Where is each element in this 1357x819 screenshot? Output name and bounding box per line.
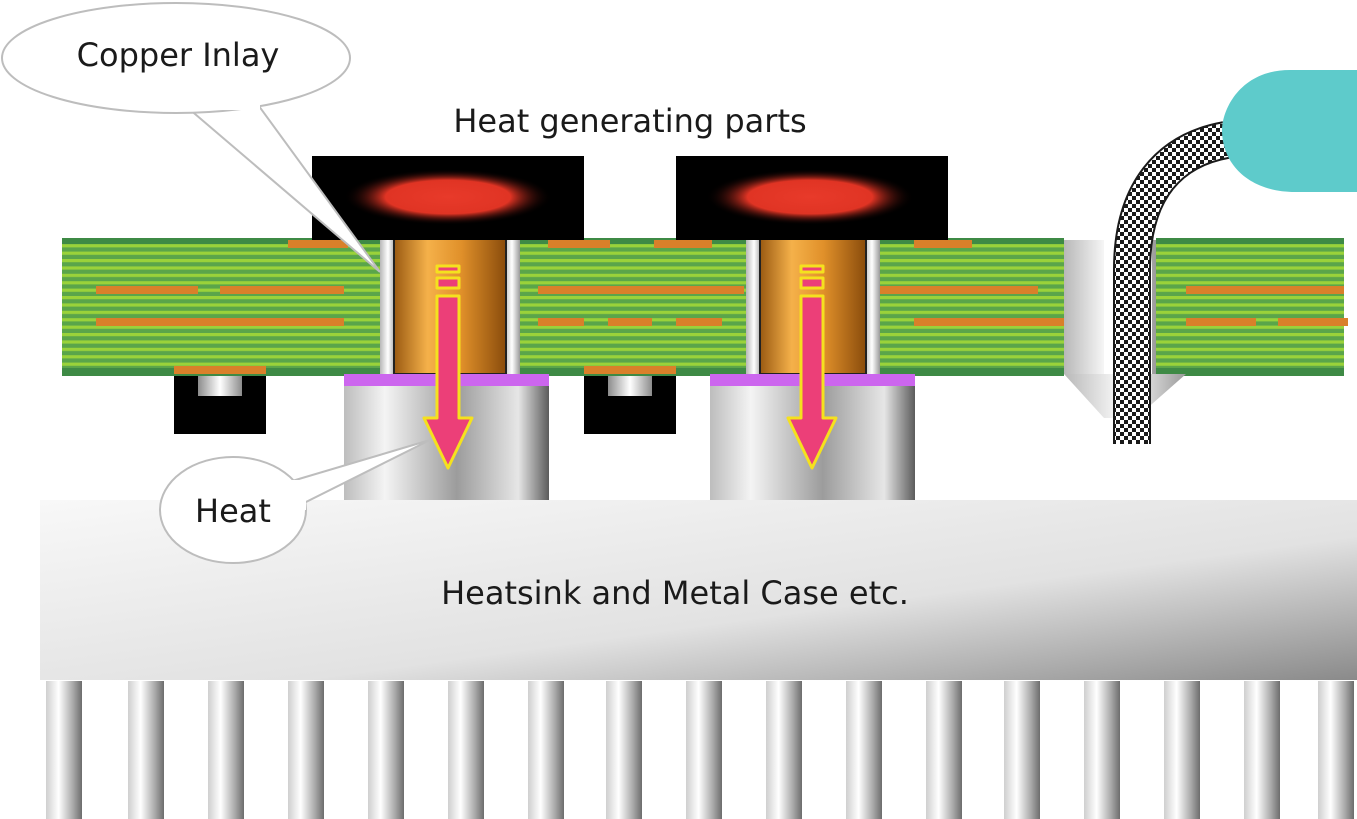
heatsink-fin bbox=[368, 681, 404, 819]
heatsink-fin bbox=[766, 681, 802, 819]
heatsink-fin bbox=[46, 681, 82, 819]
heat-label: Heat bbox=[195, 492, 271, 530]
pcb-segment bbox=[520, 240, 746, 374]
callout-heat: Heat bbox=[159, 439, 431, 564]
heatsink-fin bbox=[1084, 681, 1120, 819]
plating-wall bbox=[380, 240, 396, 374]
pcb-board bbox=[62, 238, 1344, 376]
heatsink-label: Heatsink and Metal Case etc. bbox=[441, 574, 909, 612]
heatsink-fin bbox=[448, 681, 484, 819]
heat-arrow-left bbox=[422, 264, 474, 470]
heatsink-fin bbox=[1164, 681, 1200, 819]
heat-generating-parts-label: Heat generating parts bbox=[453, 102, 806, 140]
heatsink-fin bbox=[926, 681, 962, 819]
heatsink-fin bbox=[1004, 681, 1040, 819]
heat-generating-part-right bbox=[676, 156, 948, 240]
heatsink-fin bbox=[606, 681, 642, 819]
heatsink-fin bbox=[686, 681, 722, 819]
plating-wall bbox=[864, 240, 880, 374]
callout-copper-inlay: Copper Inlay bbox=[1, 2, 381, 273]
cable bbox=[1113, 121, 1230, 444]
copper-inlay-label: Copper Inlay bbox=[77, 36, 280, 74]
heatsink-fins bbox=[46, 681, 1354, 819]
heatsink-fin bbox=[846, 681, 882, 819]
heatsink-fin bbox=[208, 681, 244, 819]
heatsink-fin bbox=[528, 681, 564, 819]
hot-spot bbox=[706, 169, 914, 225]
hot-spot bbox=[344, 169, 552, 225]
plating-wall bbox=[504, 240, 520, 374]
heatsink-fin bbox=[1318, 681, 1354, 819]
heatsink-fin bbox=[128, 681, 164, 819]
bottom-component-right bbox=[584, 374, 676, 434]
plating-wall bbox=[746, 240, 762, 374]
cable-connector bbox=[1222, 70, 1357, 192]
pcb-segment bbox=[62, 240, 380, 374]
copper-traces bbox=[96, 240, 1348, 374]
pcb-segment bbox=[1156, 240, 1344, 374]
heat-generating-part-left bbox=[312, 156, 584, 240]
heatsink-fin bbox=[1244, 681, 1280, 819]
heatsink-fin bbox=[288, 681, 324, 819]
heatsink bbox=[40, 500, 1357, 819]
pcb-segment bbox=[880, 240, 1064, 374]
bottom-component-left bbox=[174, 374, 266, 434]
heat-arrow-right bbox=[786, 264, 838, 470]
